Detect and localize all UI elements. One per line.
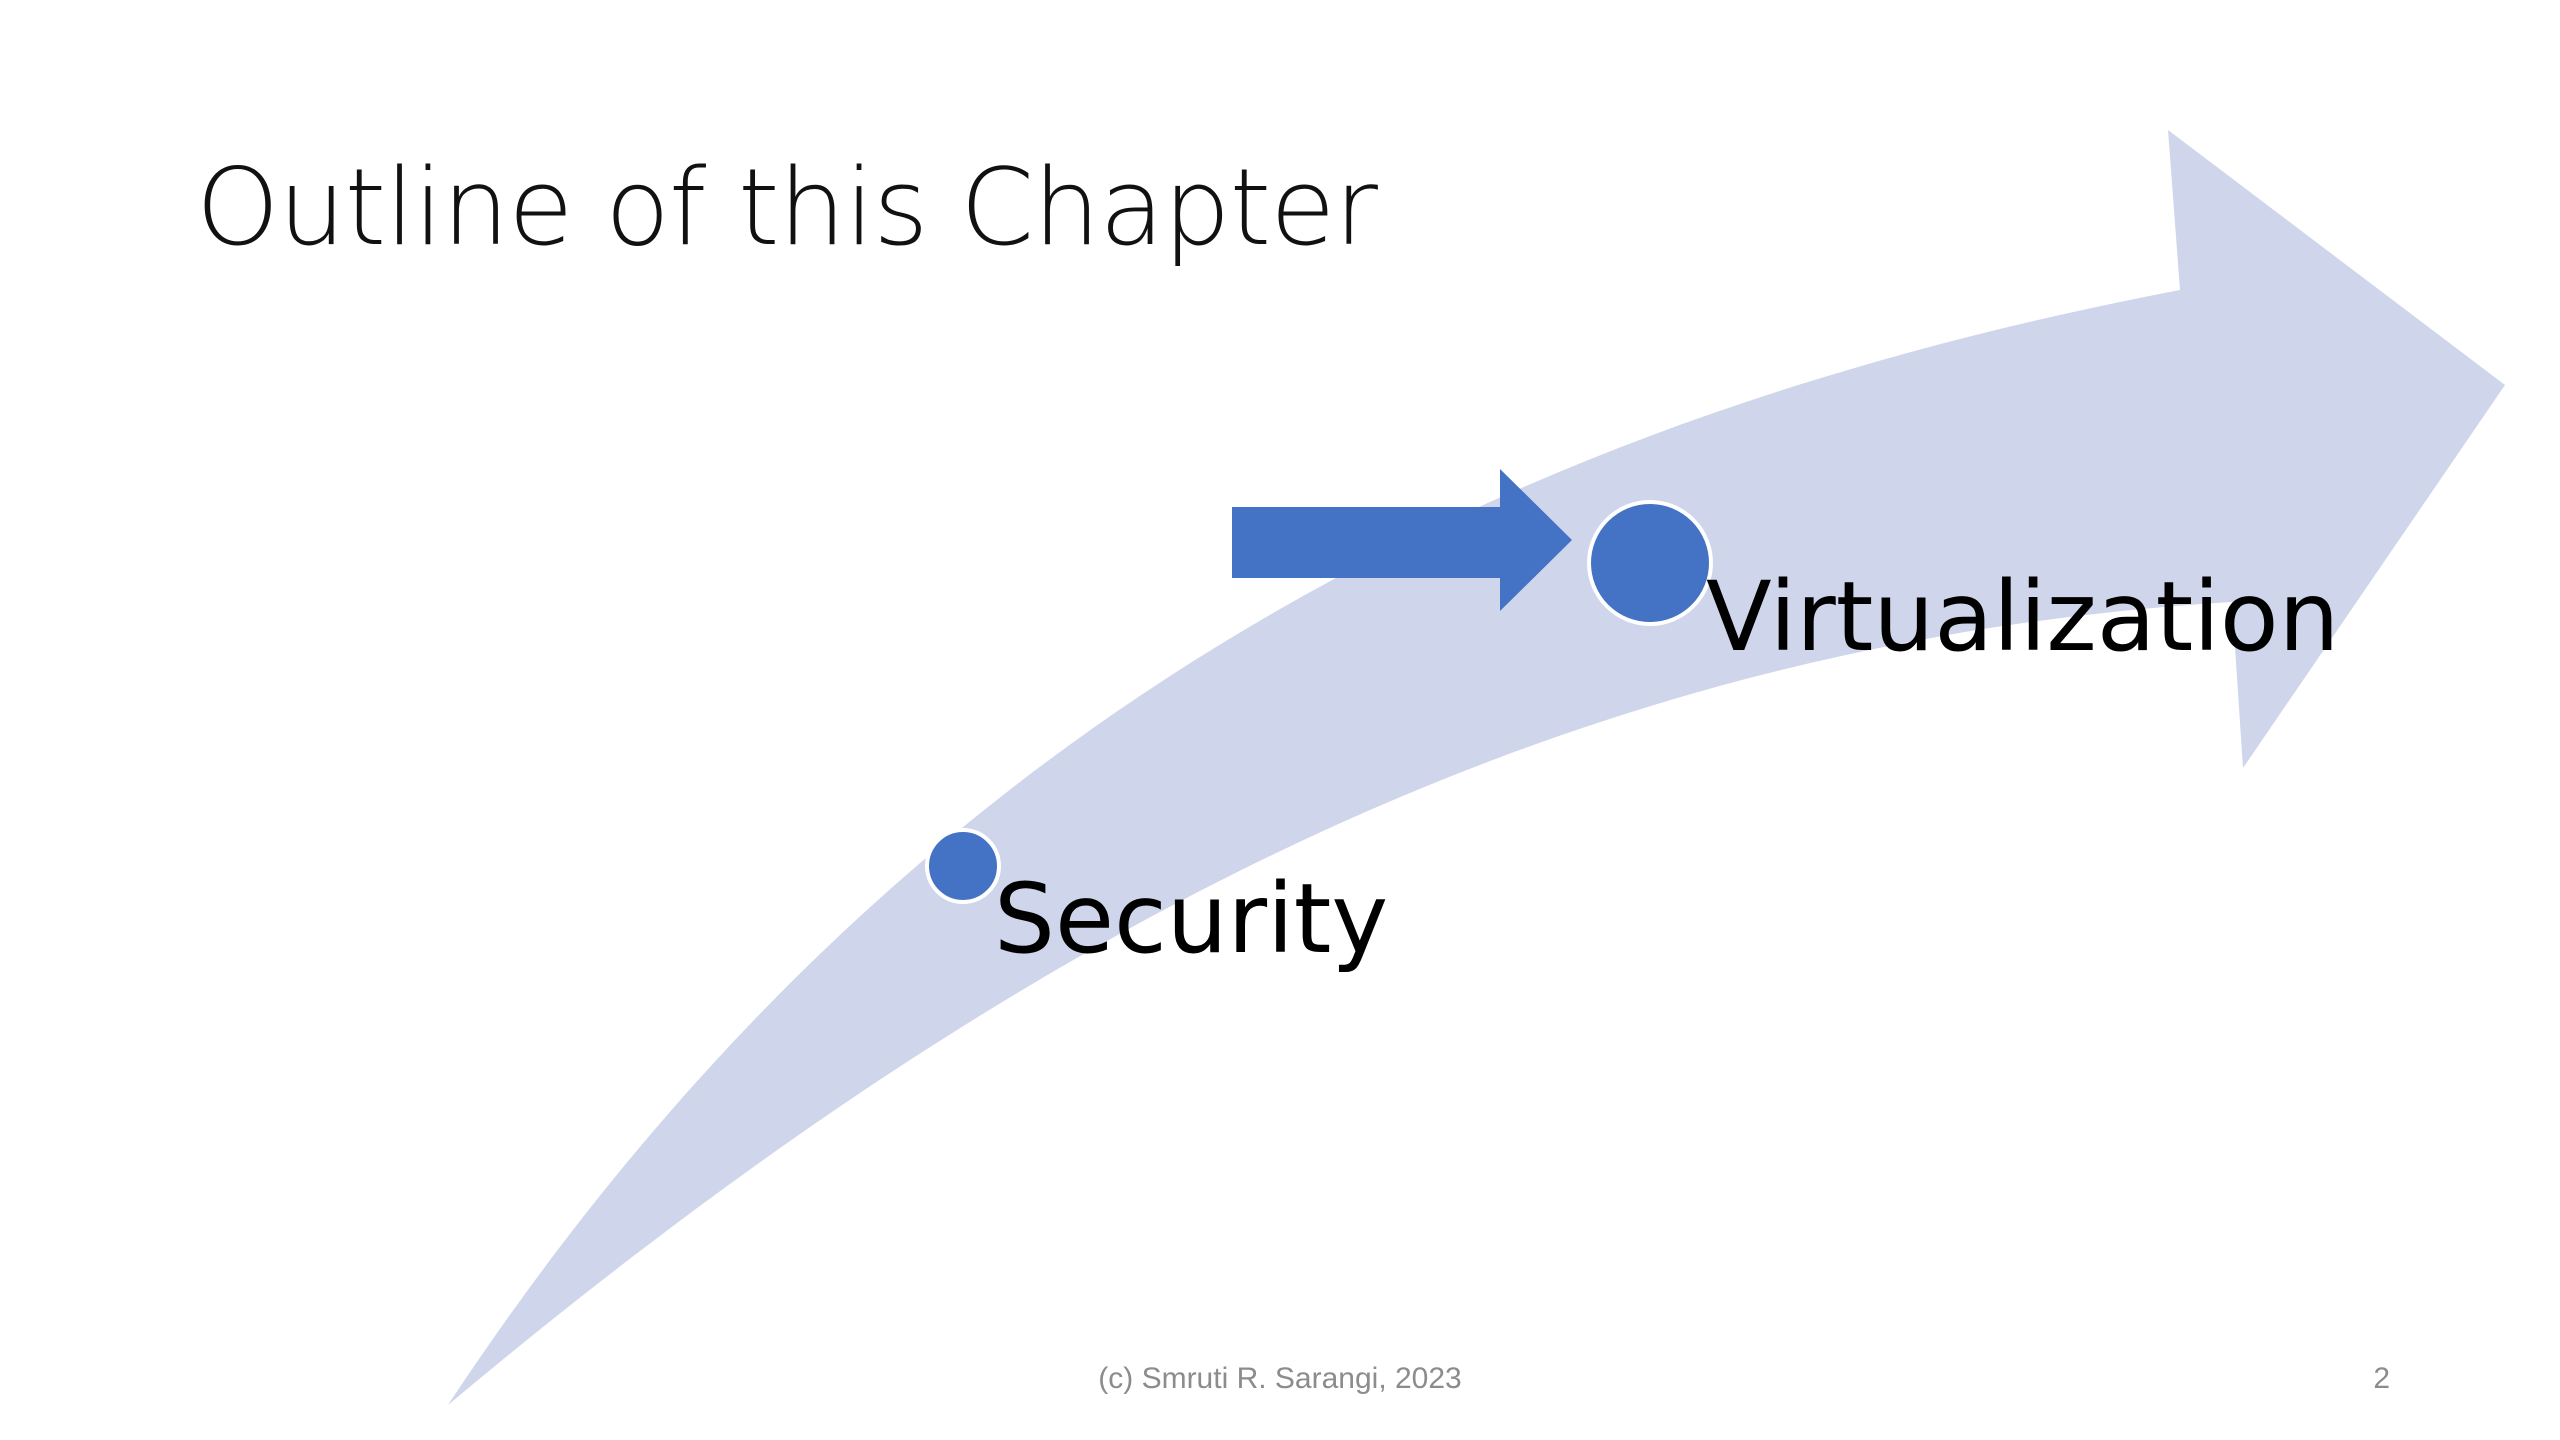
footer-copyright: (c) Smruti R. Sarangi, 2023	[1098, 1362, 1462, 1395]
right-arrow-icon	[1232, 469, 1572, 611]
circle-bullet-icon	[925, 828, 1001, 904]
curved-progress-arrow	[448, 130, 2505, 1405]
page-number: 2	[2373, 1362, 2390, 1395]
item-label-security: Security	[994, 863, 1389, 975]
item-label-virtualization: Virtualization	[1706, 561, 2340, 673]
circle-bullet-icon	[1587, 500, 1713, 626]
slide-title: Outline of this Chapter	[196, 146, 1378, 269]
